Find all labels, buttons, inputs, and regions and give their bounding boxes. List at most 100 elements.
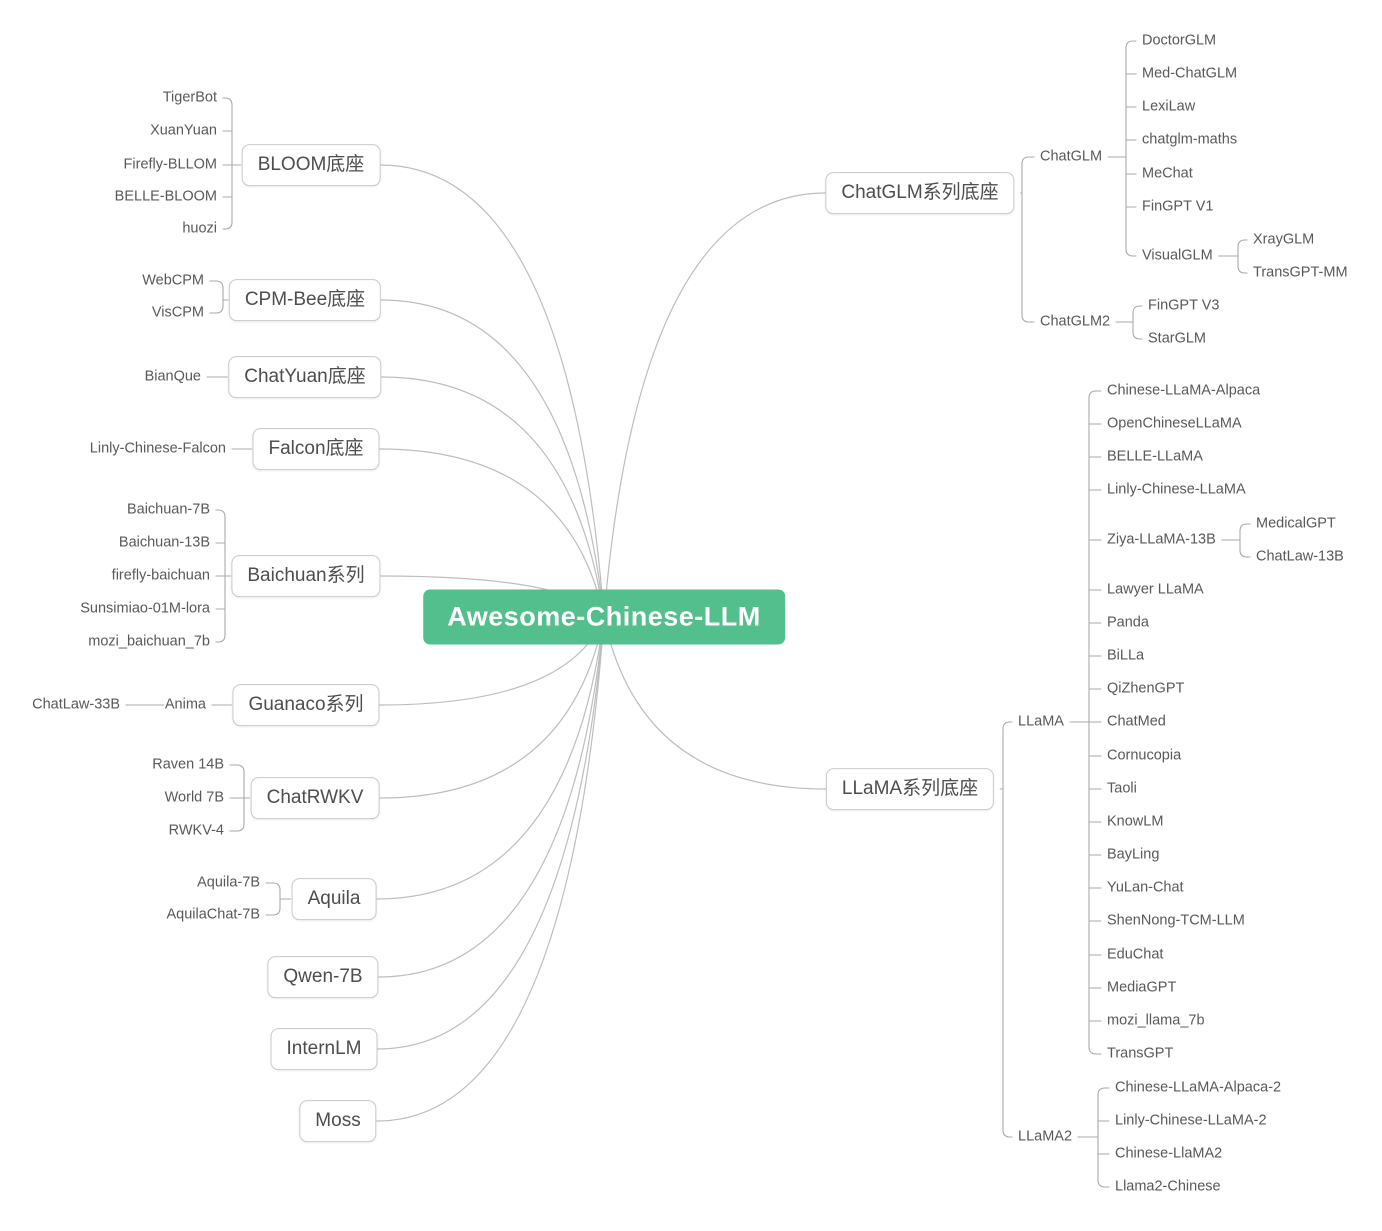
edge-curve (378, 616, 605, 799)
bracket-line (1132, 331, 1143, 340)
branch-baichuan[interactable]: Baichuan系列 (231, 555, 381, 597)
node-webcpm[interactable]: WebCPM (142, 272, 204, 289)
branch-chatglm[interactable]: ChatGLM系列底座 (825, 172, 1015, 214)
branch-internlm[interactable]: InternLM (270, 1028, 378, 1070)
bracket-line (1021, 314, 1035, 323)
node-bayling[interactable]: BayLing (1107, 846, 1160, 863)
node-ziya-llama-13b[interactable]: Ziya-LLaMA-13B (1107, 531, 1216, 548)
bracket-line (1021, 156, 1035, 165)
edge-curve (376, 616, 605, 1050)
node-baichuan-7b[interactable]: Baichuan-7B (126, 501, 210, 518)
branch-falcon[interactable]: Falcon底座 (252, 428, 380, 470)
node-chatglm[interactable]: ChatGLM (1040, 148, 1103, 165)
node-mozi-baichuan-7b[interactable]: mozi_baichuan_7b (88, 633, 210, 650)
node-linly-chinese-falcon[interactable]: Linly-Chinese-Falcon (89, 440, 226, 457)
node-lawyer-llama[interactable]: Lawyer LLaMA (1107, 581, 1204, 598)
node-chatlaw-33b[interactable]: ChatLaw-33B (32, 696, 120, 713)
node-viscpm[interactable]: VisCPM (151, 304, 204, 321)
branch-llama[interactable]: LLaMA系列底座 (825, 768, 995, 810)
branch-chatrwkv[interactable]: ChatRWKV (250, 777, 380, 819)
bracket-line (222, 221, 233, 230)
node-yulan-chat[interactable]: YuLan-Chat (1107, 879, 1184, 896)
node-mediagpt[interactable]: MediaGPT (1107, 979, 1177, 996)
bracket-line (1097, 1179, 1110, 1188)
branch-moss[interactable]: Moss (299, 1100, 377, 1142)
node-linly-chinese-llama[interactable]: Linly-Chinese-LLaMA (1107, 481, 1246, 498)
central-topic[interactable]: Awesome-Chinese-LLM (423, 589, 785, 645)
node-mechat[interactable]: MeChat (1142, 165, 1193, 182)
node-sunsimiao-01m-lora[interactable]: Sunsimiao-01M-lora (80, 600, 210, 617)
node-belle-bloom[interactable]: BELLE-BLOOM (114, 188, 217, 205)
node-panda[interactable]: Panda (1107, 614, 1149, 631)
node-raven-14b[interactable]: Raven 14B (152, 756, 224, 773)
edge-curve (378, 616, 605, 978)
node-chinese-llama-alpaca-2[interactable]: Chinese-LLaMA-Alpaca-2 (1115, 1079, 1282, 1096)
node-doctorglm[interactable]: DoctorGLM (1142, 32, 1217, 49)
edge-curve (603, 192, 826, 618)
branch-chatyuan[interactable]: ChatYuan底座 (228, 356, 382, 398)
node-qizhengpt[interactable]: QiZhenGPT (1107, 680, 1185, 697)
node-lexilaw[interactable]: LexiLaw (1142, 98, 1196, 115)
node-transgpt-mm[interactable]: TransGPT-MM (1253, 264, 1348, 281)
bracket-line (222, 97, 233, 106)
branch-aquila[interactable]: Aquila (291, 878, 377, 920)
node-transgpt[interactable]: TransGPT (1107, 1045, 1174, 1062)
node-med-chatglm[interactable]: Med-ChatGLM (1142, 65, 1238, 82)
bracket-line (1002, 1129, 1013, 1138)
bracket-line (1088, 1046, 1102, 1055)
node-visualglm[interactable]: VisualGLM (1142, 247, 1213, 264)
node-chatglm2[interactable]: ChatGLM2 (1040, 313, 1111, 330)
branch-bloom[interactable]: BLOOM底座 (241, 144, 381, 186)
node-chatlaw-13b[interactable]: ChatLaw-13B (1256, 548, 1344, 565)
node-aquilachat-7b[interactable]: AquilaChat-7B (166, 906, 261, 923)
node-starglm[interactable]: StarGLM (1148, 330, 1207, 347)
bracket-line (265, 907, 281, 916)
node-firefly-baichuan[interactable]: firefly-baichuan (111, 567, 210, 584)
bracket-line (229, 764, 245, 773)
edge-curve (603, 616, 827, 790)
node-xrayglm[interactable]: XrayGLM (1253, 231, 1315, 248)
node-fingpt-v3[interactable]: FinGPT V3 (1148, 297, 1220, 314)
branch-qwen-7b[interactable]: Qwen-7B (267, 956, 379, 998)
node-medicalgpt[interactable]: MedicalGPT (1256, 515, 1336, 532)
edge-curve (381, 376, 605, 618)
node-educhat[interactable]: EduChat (1107, 946, 1164, 963)
node-baichuan-13b[interactable]: Baichuan-13B (118, 534, 210, 551)
node-anima[interactable]: Anima (164, 696, 206, 713)
node-billa[interactable]: BiLLa (1107, 647, 1145, 664)
node-bianque[interactable]: BianQue (144, 368, 201, 385)
node-knowlm[interactable]: KnowLM (1107, 813, 1164, 830)
node-chatmed[interactable]: ChatMed (1107, 713, 1166, 730)
bracket-line (1239, 549, 1251, 558)
node-rwkv-4[interactable]: RWKV-4 (168, 822, 224, 839)
node-chatglm-maths[interactable]: chatglm-maths (1142, 131, 1238, 148)
branch-guanaco[interactable]: Guanaco系列 (232, 684, 380, 726)
node-firefly-bllom[interactable]: Firefly-BLLOM (123, 156, 217, 173)
node-aquila-7b[interactable]: Aquila-7B (197, 874, 260, 891)
node-shennong-tcm-llm[interactable]: ShenNong-TCM-LLM (1107, 912, 1245, 929)
node-taoli[interactable]: Taoli (1107, 780, 1137, 797)
bracket-line (1002, 721, 1013, 730)
node-belle-llama[interactable]: BELLE-LLaMA (1107, 448, 1203, 465)
node-chinese-llama2[interactable]: Chinese-LlaMA2 (1115, 1145, 1223, 1162)
bracket-line (1097, 1087, 1110, 1096)
node-world-7b[interactable]: World 7B (164, 789, 224, 806)
node-chinese-llama-alpaca[interactable]: Chinese-LLaMA-Alpaca (1107, 382, 1261, 399)
node-xuanyuan[interactable]: XuanYuan (150, 122, 217, 139)
node-llama2-chinese[interactable]: Llama2-Chinese (1115, 1178, 1221, 1195)
node-llama[interactable]: LLaMA (1018, 713, 1064, 730)
node-openchinesellama[interactable]: OpenChineseLLaMA (1107, 415, 1242, 432)
node-fingpt-v1[interactable]: FinGPT V1 (1142, 198, 1214, 215)
node-tigerbot[interactable]: TigerBot (162, 89, 217, 106)
branch-cpm-bee[interactable]: CPM-Bee底座 (228, 279, 382, 321)
node-cornucopia[interactable]: Cornucopia (1107, 747, 1182, 764)
node-linly-chinese-llama-2[interactable]: Linly-Chinese-LLaMA-2 (1115, 1112, 1267, 1129)
bracket-line (229, 823, 245, 832)
bracket-line (215, 634, 226, 643)
node-mozi-llama-7b[interactable]: mozi_llama_7b (1107, 1012, 1205, 1029)
node-huozi[interactable]: huozi (182, 220, 217, 237)
bracket-line (1239, 523, 1251, 532)
edge-curve (380, 299, 605, 618)
node-llama2[interactable]: LLaMA2 (1018, 1128, 1073, 1145)
